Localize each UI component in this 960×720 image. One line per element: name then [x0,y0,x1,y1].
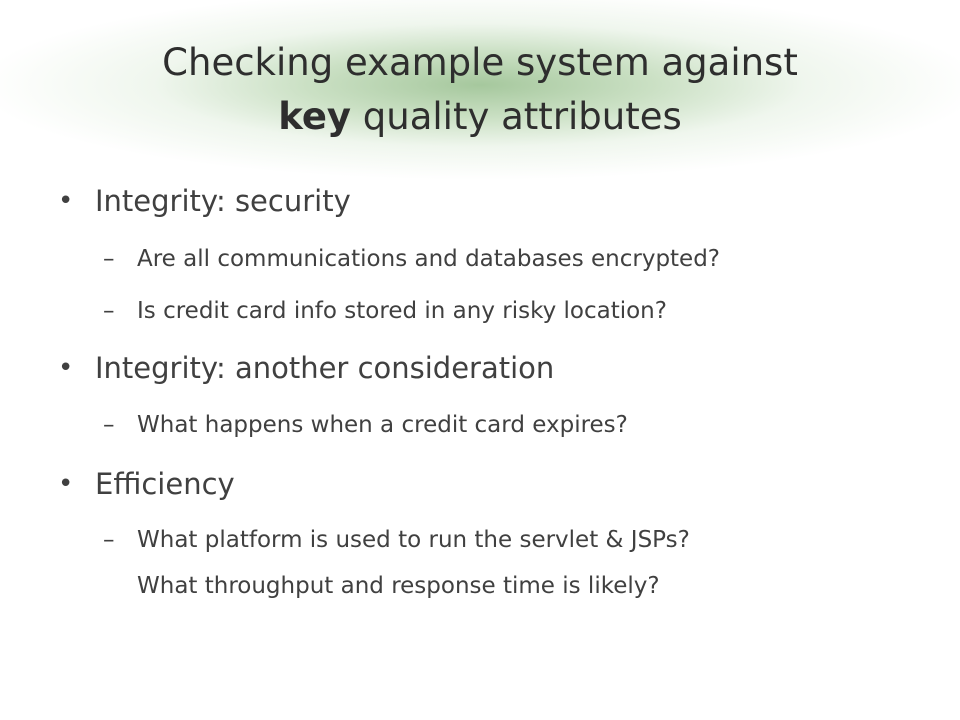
sub-bullet-text: What happens when a credit card expires? [137,412,628,438]
dash-icon: – [103,298,115,324]
slide-title: Checking example system against key qual… [0,36,960,144]
bullet-text: Integrity: another consideration [95,351,555,385]
sub-bullet-text: Is credit card info stored in any risky … [137,298,667,324]
dash-icon: – [103,412,115,438]
title-line-2: key quality attributes [0,90,960,144]
dash-icon: – [103,527,115,553]
bullet-text: Integrity: security [95,184,351,218]
sub-bullet-text: Are all communications and databases enc… [137,246,721,272]
bullet-icon: • [58,353,74,383]
sub-bullet-text: What throughput and response time is lik… [137,573,660,599]
bullet-icon: • [58,186,74,216]
title-bold-word: key [278,95,352,138]
title-glow-background [0,0,960,180]
dash-icon: – [103,246,115,272]
sub-bullet-text: What platform is used to run the servlet… [137,527,690,553]
bullet-icon: • [58,469,74,499]
bullet-text: Efficiency [95,467,235,501]
title-line-1: Checking example system against [162,41,798,84]
title-line-2-rest: quality attributes [351,95,682,138]
